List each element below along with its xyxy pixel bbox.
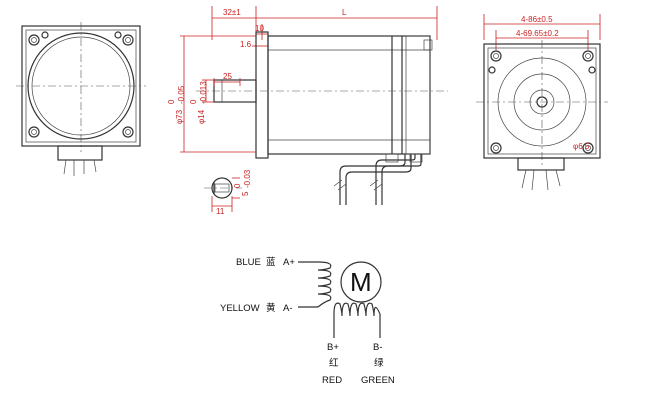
motor-symbol-letter: M: [350, 267, 372, 297]
rear-view-right: 4-86±0.5 4-69.65±0.2 φ6.5: [476, 14, 608, 191]
key-length-dim: 25: [223, 72, 232, 81]
blue-wire-cn: 蓝: [266, 256, 276, 268]
red-wire-cn: 红: [329, 357, 339, 369]
hole-diameter-dim: φ6.5: [573, 142, 590, 151]
corner-hole: [122, 34, 134, 46]
corner-hole: [28, 126, 40, 138]
yellow-wire-cn: 黄: [266, 302, 276, 314]
green-wire-label: GREEN: [361, 375, 395, 386]
pilot-diameter-dim: φ73: [175, 109, 184, 124]
corner-hole: [28, 34, 40, 46]
blue-wire-label: BLUE: [236, 257, 261, 268]
mount-hole: [582, 50, 594, 62]
corner-hole: [122, 126, 134, 138]
side-view: 32±1 L 10 1.6 25 φ73 0 -0.05: [167, 6, 448, 205]
pilot-tol-lower: -0.05: [177, 85, 186, 104]
mount-hole: [582, 142, 594, 154]
flange-thickness-dim: 10: [255, 24, 264, 33]
flat-depth-dim: 5: [241, 191, 250, 196]
shaft-protrusion-dim: 32±1: [223, 8, 241, 17]
mount-hole: [488, 66, 496, 74]
body-length-dim: L: [342, 8, 347, 17]
motor-symbol: [340, 261, 382, 303]
flange-offset-dim: 1.6: [240, 40, 252, 49]
mount-hole: [588, 66, 596, 74]
shaft-section-detail: 11 5 0 -0.03: [204, 169, 252, 216]
corner-hole: [114, 31, 122, 39]
flat-tol-lower: -0.03: [243, 169, 252, 188]
yellow-wire-label: YELLOW: [220, 303, 260, 314]
mount-hole: [490, 50, 502, 62]
bolt-square-dim: 4-86±0.5: [521, 15, 553, 24]
flat-tol-upper: 0: [233, 183, 242, 188]
shaft-tol-upper: 0: [189, 99, 198, 104]
b-plus-terminal: B+: [327, 342, 339, 353]
shaft-tol-lower: -0.013: [199, 81, 208, 104]
corner-hole: [41, 31, 49, 39]
a-minus-terminal: A-: [283, 303, 293, 314]
hole-spacing-dim: 4-69.65±0.2: [516, 29, 559, 38]
mount-hole: [490, 142, 502, 154]
shaft-diameter-dim: φ14: [197, 109, 206, 124]
front-view-left: [16, 22, 146, 176]
a-plus-terminal: A+: [283, 257, 295, 268]
green-wire-cn: 绿: [374, 357, 384, 369]
red-wire-label: RED: [322, 375, 342, 386]
pilot-tol-upper: 0: [167, 99, 176, 104]
b-minus-terminal: B-: [373, 342, 383, 353]
key-width-dim: 11: [216, 207, 225, 216]
wiring-diagram: BLUE 蓝 A+ YELLOW 黄 A- M B+ B- 红 绿 RED GR…: [220, 256, 395, 386]
